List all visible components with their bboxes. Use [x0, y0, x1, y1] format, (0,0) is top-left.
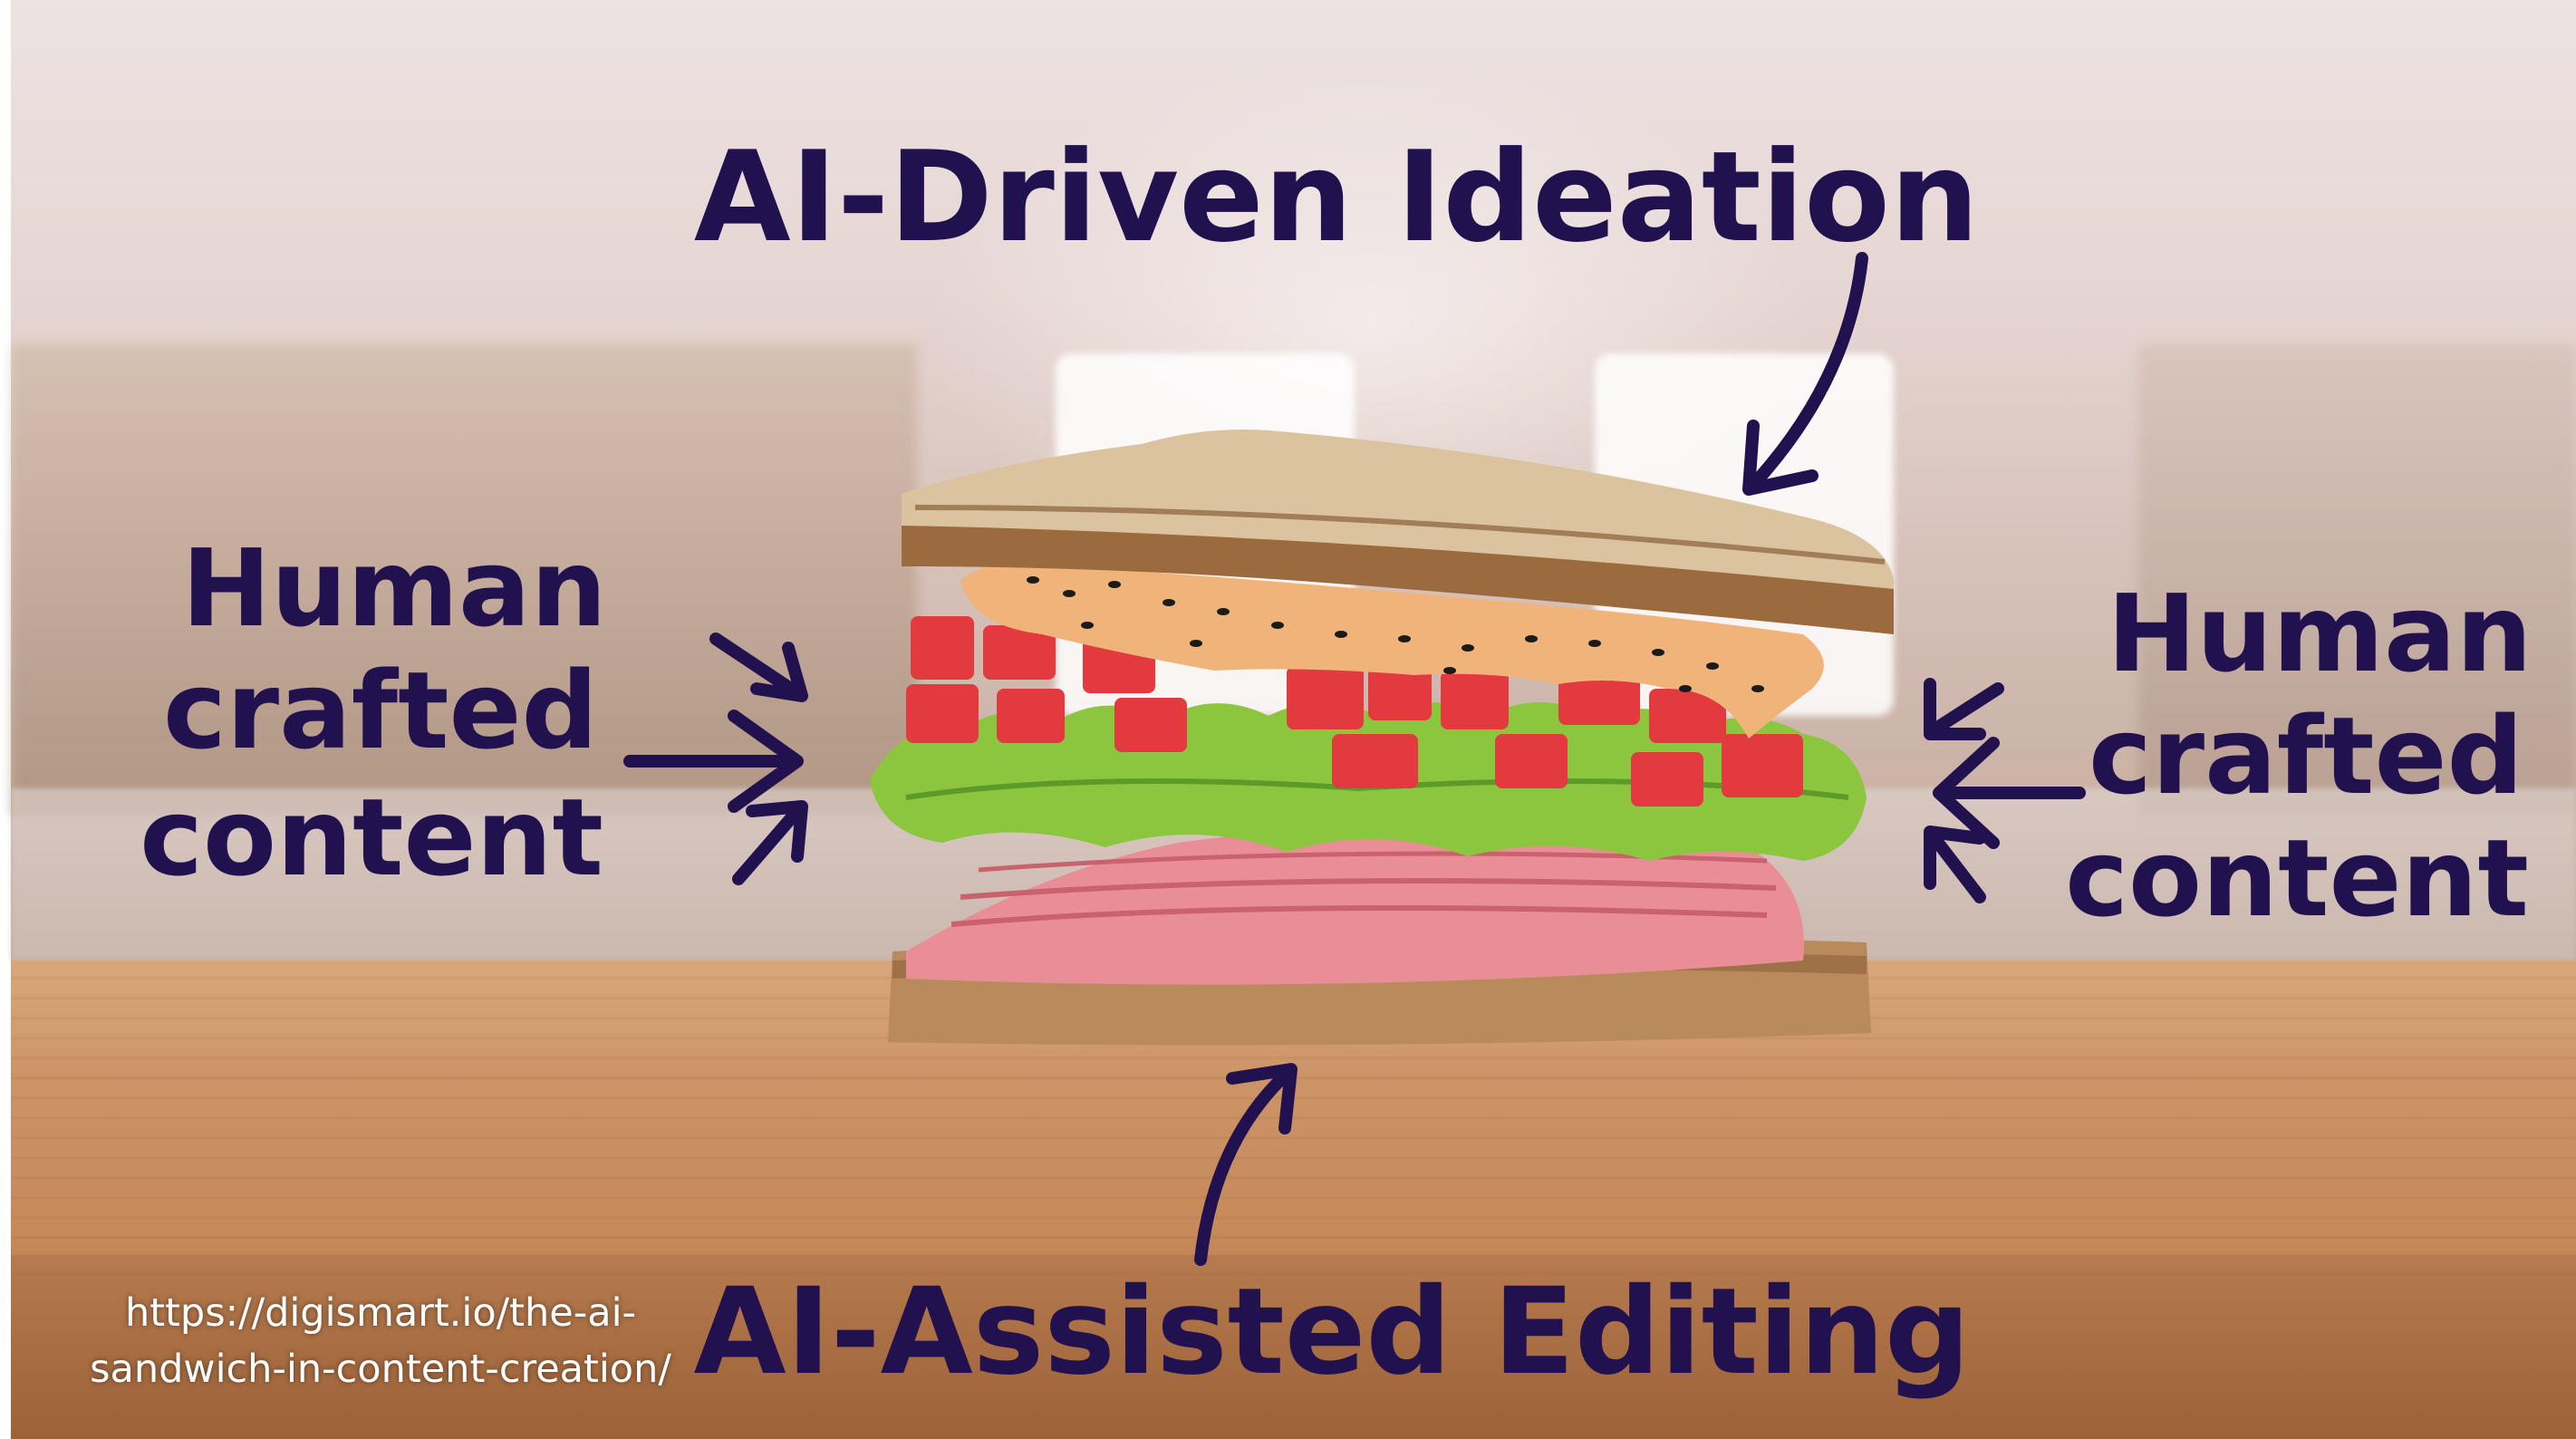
background-shelf-right	[2138, 344, 2576, 816]
arrows-left	[623, 633, 808, 885]
arrow-top	[1742, 252, 1868, 496]
source-url-line-1: https://digismart.io/the-ai-	[124, 1290, 637, 1336]
source-url-caption: https://digismart.io/the-ai- sandwich-in…	[36, 1285, 725, 1397]
tomato-pieces	[906, 616, 1803, 806]
top-label: AI-Driven Ideation	[694, 124, 1979, 270]
bottom-label: AI-Assisted Editing	[694, 1262, 1971, 1402]
left-label-line-2: crafted	[163, 648, 598, 773]
sauce-layer	[960, 562, 1824, 739]
sesame-seeds	[1027, 576, 1764, 692]
left-label-line-1: Human	[181, 526, 606, 651]
arrow-bottom	[1194, 1063, 1298, 1266]
left-label-line-3: content	[140, 775, 603, 900]
right-label-line-2: crafted	[2089, 693, 2523, 818]
arrows-right	[1924, 678, 2086, 903]
wooden-table-edge	[11, 1255, 2576, 1439]
right-label-line-3: content	[2065, 816, 2529, 941]
right-label-line-1: Human	[2107, 571, 2532, 696]
source-url-line-2: sandwich-in-content-creation/	[90, 1347, 671, 1392]
